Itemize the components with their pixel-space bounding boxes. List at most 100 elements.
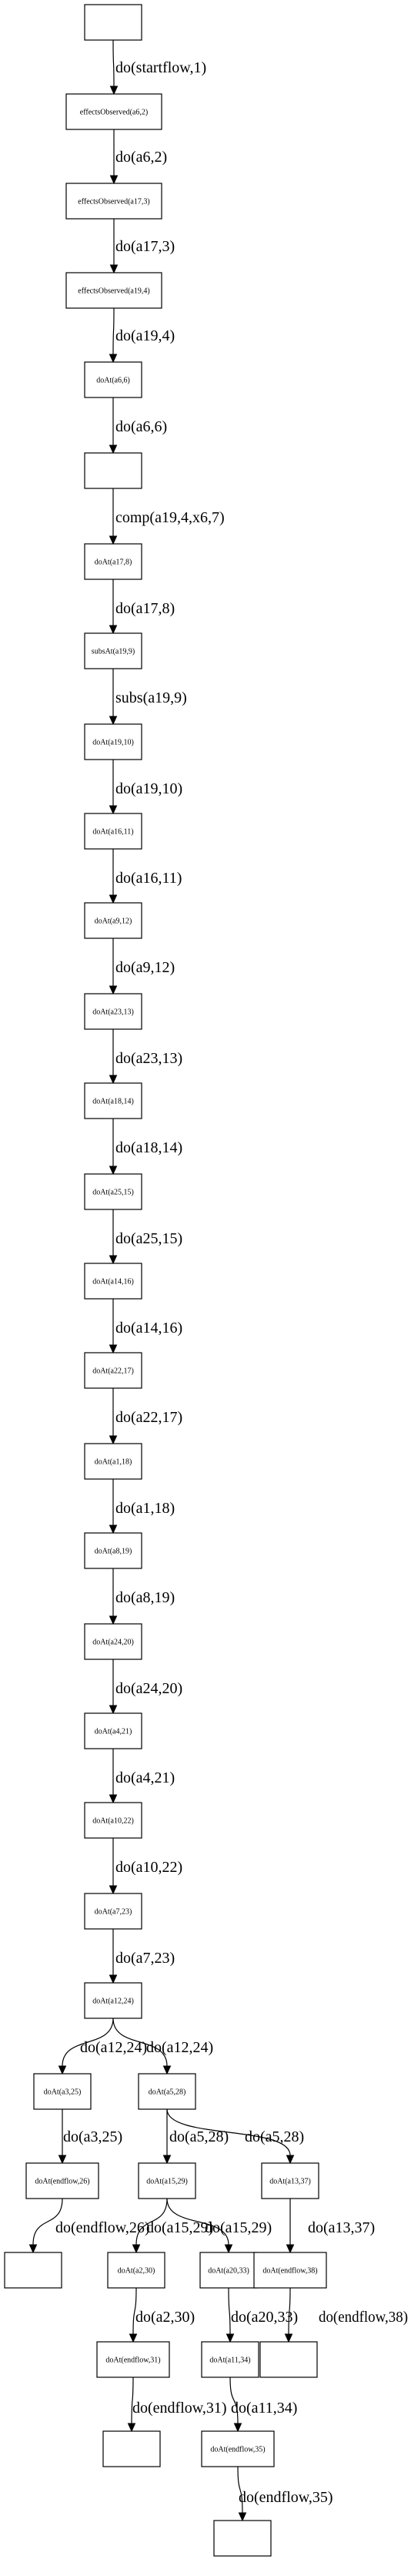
node-box [84, 1893, 142, 1930]
node-label: effectsObserved(a19,4) [78, 287, 149, 296]
edge-n32-n35 [131, 2376, 134, 2424]
edge-label: do(a16,11) [115, 870, 182, 887]
node-box [84, 993, 142, 1030]
node-n6: doAt(a17,8) [84, 543, 142, 580]
edge-n31-n34 [288, 2287, 291, 2335]
edge-label: do(a19,4) [115, 327, 175, 344]
node-n36: doAt(endflow,35) [201, 2430, 275, 2467]
node-n31: doAt(endflow,38) [253, 2252, 327, 2289]
node-label: doAt(a2,30) [118, 2267, 155, 2276]
edge-n33-n36 [229, 2376, 239, 2424]
arrowhead [109, 716, 118, 726]
arrowhead [109, 1615, 118, 1625]
arrowhead [109, 1974, 118, 1984]
node-n35 [102, 2430, 161, 2467]
arrowhead [286, 2155, 295, 2165]
node-label: doAt(a14,16) [92, 1278, 134, 1286]
edge-label: do(a2,30) [135, 2309, 195, 2326]
node-box [138, 2073, 196, 2110]
node-n25: doAt(endflow,26) [25, 2162, 99, 2199]
node-box [84, 902, 142, 939]
node-n30: doAt(a20,33) [199, 2252, 258, 2289]
arrowhead [233, 2423, 242, 2433]
node-label: effectsObserved(a6,2) [80, 109, 148, 117]
node-n13: doAt(a25,15) [84, 1173, 142, 1210]
edge-n26-n29 [135, 2198, 168, 2246]
edge-label: do(a22,17) [115, 1409, 182, 1426]
node-n12: doAt(a18,14) [84, 1082, 142, 1119]
node-label: doAt(a22,17) [92, 1367, 134, 1376]
arrowhead [109, 805, 118, 815]
node-label: doAt(endflow,38) [262, 2267, 317, 2276]
node-n29: doAt(a2,30) [107, 2252, 165, 2289]
node-n24: doAt(a5,28) [138, 2073, 196, 2110]
node-box [84, 813, 142, 850]
node-n34 [259, 2341, 318, 2378]
arrowhead [224, 2244, 233, 2254]
edge-label: do(endflow,35) [239, 2489, 333, 2506]
node-n27: doAt(a13,37) [261, 2162, 319, 2199]
edge-label: do(endflow,38) [319, 2309, 408, 2326]
edge-label: do(a25,15) [115, 1230, 182, 1247]
node-label: doAt(a18,14) [92, 1098, 134, 1106]
node-n8: doAt(a19,10) [84, 723, 142, 760]
node-n23: doAt(a3,25) [33, 2073, 92, 2110]
arrowhead [109, 985, 118, 995]
edge-label: do(a24,20) [115, 1680, 182, 1697]
edge-label: do(a14,16) [115, 1320, 182, 1337]
node-box [84, 1173, 142, 1210]
node-label: doAt(a4,21) [95, 1728, 132, 1736]
node-n16: doAt(a1,18) [84, 1443, 142, 1480]
node-n22: doAt(a12,24) [84, 1982, 142, 2019]
node-label: effectsObserved(a17,3) [78, 198, 149, 206]
node-label: doAt(a12,24) [92, 1997, 134, 2006]
node-label: doAt(endflow,26) [35, 2178, 89, 2186]
node-box [107, 2252, 165, 2289]
node-box [84, 452, 142, 489]
node-n19: doAt(a4,21) [84, 1712, 142, 1749]
node-label: subsAt(a19,9) [92, 648, 135, 656]
arrowhead [109, 1255, 118, 1265]
arrowhead [109, 444, 118, 454]
node-n21: doAt(a7,23) [84, 1893, 142, 1930]
arrowhead [58, 2065, 67, 2075]
node-box [84, 1623, 142, 1660]
arrowhead [109, 175, 119, 185]
arrowhead [109, 1705, 118, 1715]
edge-n3-n4 [112, 307, 115, 355]
edge-label: do(startflow,1) [115, 59, 206, 76]
arrowhead [286, 2244, 295, 2254]
node-label: doAt(endflow,31) [105, 2356, 160, 2365]
edge-n0-n1 [112, 39, 115, 87]
arrowhead [58, 2155, 67, 2165]
node-n15: doAt(a22,17) [84, 1352, 142, 1389]
node-n4: doAt(a6,6) [84, 361, 142, 398]
node-box [96, 2341, 170, 2378]
arrowhead [109, 1794, 118, 1804]
node-box [84, 1982, 142, 2019]
node-n10: doAt(a9,12) [84, 902, 142, 939]
node-n33: doAt(a11,34) [201, 2341, 259, 2378]
node-box [84, 723, 142, 760]
node-box [84, 1802, 142, 1839]
node-n1: effectsObserved(a6,2) [65, 93, 162, 130]
edge-n26-n30 [166, 2198, 229, 2246]
edge-n36-n37 [237, 2466, 243, 2514]
edge-label: do(endflow,31) [132, 2400, 227, 2417]
node-label: doAt(a1,18) [95, 1458, 132, 1467]
node-box [84, 1352, 142, 1389]
node-label: doAt(a25,15) [92, 1189, 134, 1197]
node-n17: doAt(a8,19) [84, 1532, 142, 1569]
edge-n25-n28 [32, 2198, 63, 2246]
node-n7: subsAt(a19,9) [84, 632, 142, 669]
node-box [33, 2073, 92, 2110]
node-box [65, 93, 162, 130]
node-label: doAt(a11,34) [209, 2356, 250, 2365]
node-box [261, 2162, 319, 2199]
arrowhead [109, 264, 119, 274]
node-box [84, 1532, 142, 1569]
node-box [213, 2520, 272, 2557]
node-box [138, 2162, 196, 2199]
node-label: doAt(a5,28) [149, 2088, 186, 2097]
edge-label: do(a13,37) [308, 2219, 375, 2236]
